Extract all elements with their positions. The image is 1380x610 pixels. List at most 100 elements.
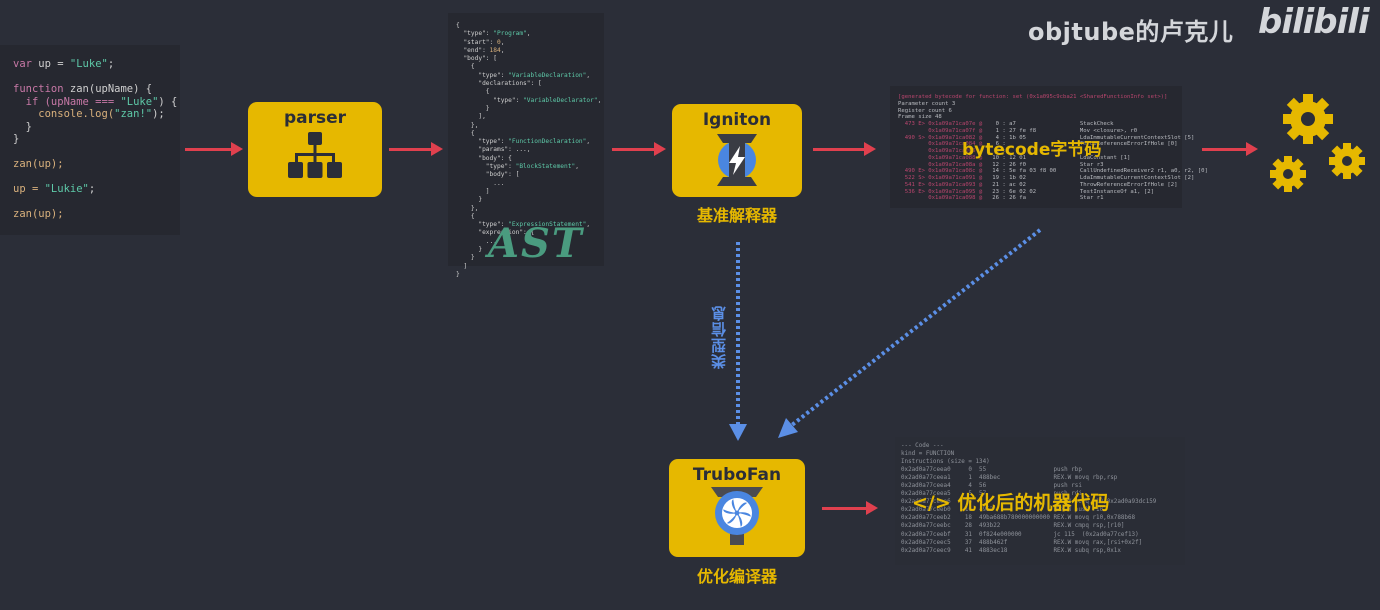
ast-json-line: } — [456, 254, 475, 262]
bytecode-address: 536 E> 0x1a09a71ca095 @ — [898, 188, 986, 195]
ast-json-line: ] — [456, 187, 490, 195]
bytecode-row: 522 S> 0x1a09a71ca091 @ 19 : 1b 02 LdaIm… — [898, 175, 1195, 182]
ast-json-line: ... — [456, 237, 497, 245]
ignition-title: Igniton — [702, 110, 772, 130]
arrow-bytecode-to-turbofan — [790, 228, 1042, 427]
bytecode-row: 536 E> 0x1a09a71ca095 @ 23 : 6e 02 02 Te… — [898, 189, 1182, 196]
code-token: console.log( — [13, 108, 115, 120]
machine-code-header: Instructions (size = 134) — [901, 459, 990, 466]
code-token: ; — [107, 58, 115, 70]
code-line: var up = "Luke"; — [13, 58, 180, 71]
code-line: zan(up); — [13, 208, 180, 221]
bytecode-row: 490 E> 0x1a09a71ca08c @ 14 : 5e fa 03 f8… — [898, 168, 1208, 175]
ast-json-line: { — [456, 63, 475, 71]
code-token: "Luke" — [69, 58, 108, 70]
bytecode-row: 473 E> 0x1a09a71ca07e @ 0 : a7 StackChec… — [898, 121, 1182, 128]
ast-json-line: } — [456, 246, 483, 254]
channel-watermark: objtube的卢克儿 — [1028, 18, 1234, 46]
ast-json-line: { — [456, 212, 475, 220]
code-token: "zan!" — [114, 108, 153, 120]
machine-code-row: 0x2ad0a77ceea4 4 56 push rsi — [901, 483, 1082, 490]
code-token: ; — [88, 183, 96, 195]
gear-large-icon — [1283, 94, 1333, 144]
ignition-label: 基准解释器 — [696, 206, 777, 225]
parser-box: parser — [248, 102, 382, 197]
bytecode-address: 0x1a09a71ca088 @ — [898, 154, 986, 161]
ast-json-line: ] — [456, 262, 468, 270]
code-token: "Luke" — [120, 95, 159, 108]
machine-code-row: 0x2ad0a77ceebf 31 0f824e000000 jc 115 (0… — [901, 531, 1139, 538]
code-token: zan(up); — [13, 158, 64, 170]
bytecode-address: 522 S> 0x1a09a71ca091 @ — [898, 175, 986, 181]
arrow-turbofan-to-machine-code — [822, 501, 878, 515]
ignition-lightning-icon — [717, 134, 757, 186]
bytecode-label: bytecode字节码 — [962, 140, 1102, 160]
ast-json-line: "type": "Program", — [456, 30, 531, 38]
bytecode-address: 490 S> 0x1a09a71ca082 @ — [898, 134, 986, 141]
bytecode-row: 490 S> 0x1a09a71ca082 @ 4 : 1b 05 LdaImm… — [898, 134, 1195, 142]
bytecode-row: 541 E> 0x1a09a71ca093 @ 21 : ac 02 Throw… — [898, 182, 1182, 189]
code-token: up = — [38, 58, 70, 70]
ast-json-line: } — [456, 270, 460, 278]
ast-json-line: "type": "FunctionDeclaration", — [456, 138, 591, 146]
bytecode-instruction: 1 : 27 fe f8 Mov <closure>, r0 — [985, 127, 1138, 134]
bytecode-instruction: 0 : a7 StackCheck — [985, 121, 1114, 127]
code-token: "Lukie" — [44, 183, 89, 195]
code-line: zan(up); — [13, 158, 180, 171]
ast-json-line: "body": [ — [456, 171, 520, 179]
ignition-box: Igniton — [672, 104, 802, 197]
machine-code-header: kind = FUNCTION — [901, 451, 955, 458]
code-token: ) { — [158, 95, 178, 108]
ast-json-line: "expression": { — [456, 229, 535, 237]
ast-json-line: "params": ..., — [456, 146, 531, 154]
machine-code-label: </> 优化后的机器代码 — [912, 492, 1110, 514]
code-token: (upName === — [44, 95, 121, 108]
ast-json-line: } — [456, 104, 490, 112]
bytecode-address: 0x1a09a71ca07f @ — [898, 127, 986, 134]
ast-json-line: } — [456, 196, 483, 204]
bytecode-instruction: 12 : 26 f0 Star r3 — [985, 161, 1104, 168]
arrow-ignition-to-bytecode — [813, 142, 876, 156]
code-token: } — [13, 120, 32, 133]
machine-code-row: 0x2ad0a77ceec9 41 4883ec18 REX.W subq rs… — [901, 547, 1121, 554]
code-token: var — [13, 58, 39, 70]
bytecode-header: [generated bytecode for function: set (0… — [898, 94, 1168, 100]
bilibili-logo: bilibili — [1258, 2, 1370, 42]
bytecode-panel: [generated bytecode for function: set (0… — [890, 86, 1208, 208]
bytecode-address: 541 E> 0x1a09a71ca093 @ — [898, 181, 986, 188]
arrow-parser-to-ast — [389, 142, 443, 156]
ast-json-line: ... — [456, 179, 505, 187]
ast-json-line: "body": { — [456, 154, 512, 162]
machine-code-row: 0x2ad0a77ceea6 6 REX.W movq r10,0x2ad0a9… — [901, 499, 1157, 506]
bytecode-row: 0x1a09a71ca088 @ 10 : 12 01 LdaConstant … — [898, 155, 1182, 162]
bytecode-instruction: 4 : 1b 05 LdaImmutableCurrentContextSlot… — [985, 134, 1195, 141]
arrow-bytecode-to-turbofan-head — [778, 418, 798, 438]
arrow-bytecode-to-execution — [1202, 142, 1258, 156]
hierarchy-icon — [288, 132, 342, 178]
bytecode-meta: Register count 6 — [898, 107, 952, 114]
bytecode-instruction: 8 : — [985, 148, 1080, 154]
machine-code-row: 0x2ad0a77ceea1 1 488bec REX.W movq rbp,r… — [901, 475, 1118, 482]
ast-json-line: "body": [ — [456, 55, 497, 63]
bytecode-address: 0x1a09a71ca08a @ — [898, 161, 986, 168]
turbofan-title: TruboFan — [692, 465, 782, 485]
bytecode-row: 0x1a09a71ca098 @ 26 : 26 fa Star r1 — [898, 195, 1182, 202]
ast-json-line: "type": "VariableDeclaration", — [456, 71, 591, 79]
code-line: function zan(upName) { — [13, 83, 180, 96]
bytecode-instruction: 26 : 26 fa Star r1 — [985, 195, 1104, 202]
parser-title: parser — [283, 108, 347, 128]
bytecode-instruction: 6 : ThrowReferenceErrorIfHole [0] — [985, 141, 1178, 148]
bytecode-row: 0x1a09a71ca086 @ 8 : — [898, 148, 1182, 155]
ast-json-line: "type": "VariableDeclarator", — [456, 96, 602, 104]
turbofan-box: TruboFan — [669, 459, 805, 557]
ast-json-line: }, — [456, 204, 479, 212]
code-line: } — [13, 133, 180, 146]
ast-json-line: "start": 0, — [456, 38, 505, 46]
ast-json-line: { — [456, 22, 460, 29]
bytecode-row: 0x1a09a71ca084 @ 6 : ThrowReferenceError… — [898, 141, 1182, 148]
bytecode-instruction: 10 : 12 01 LdaConstant [1] — [985, 154, 1131, 161]
bytecode-meta: Frame size 48 — [898, 114, 942, 121]
code-token: function — [13, 83, 70, 95]
